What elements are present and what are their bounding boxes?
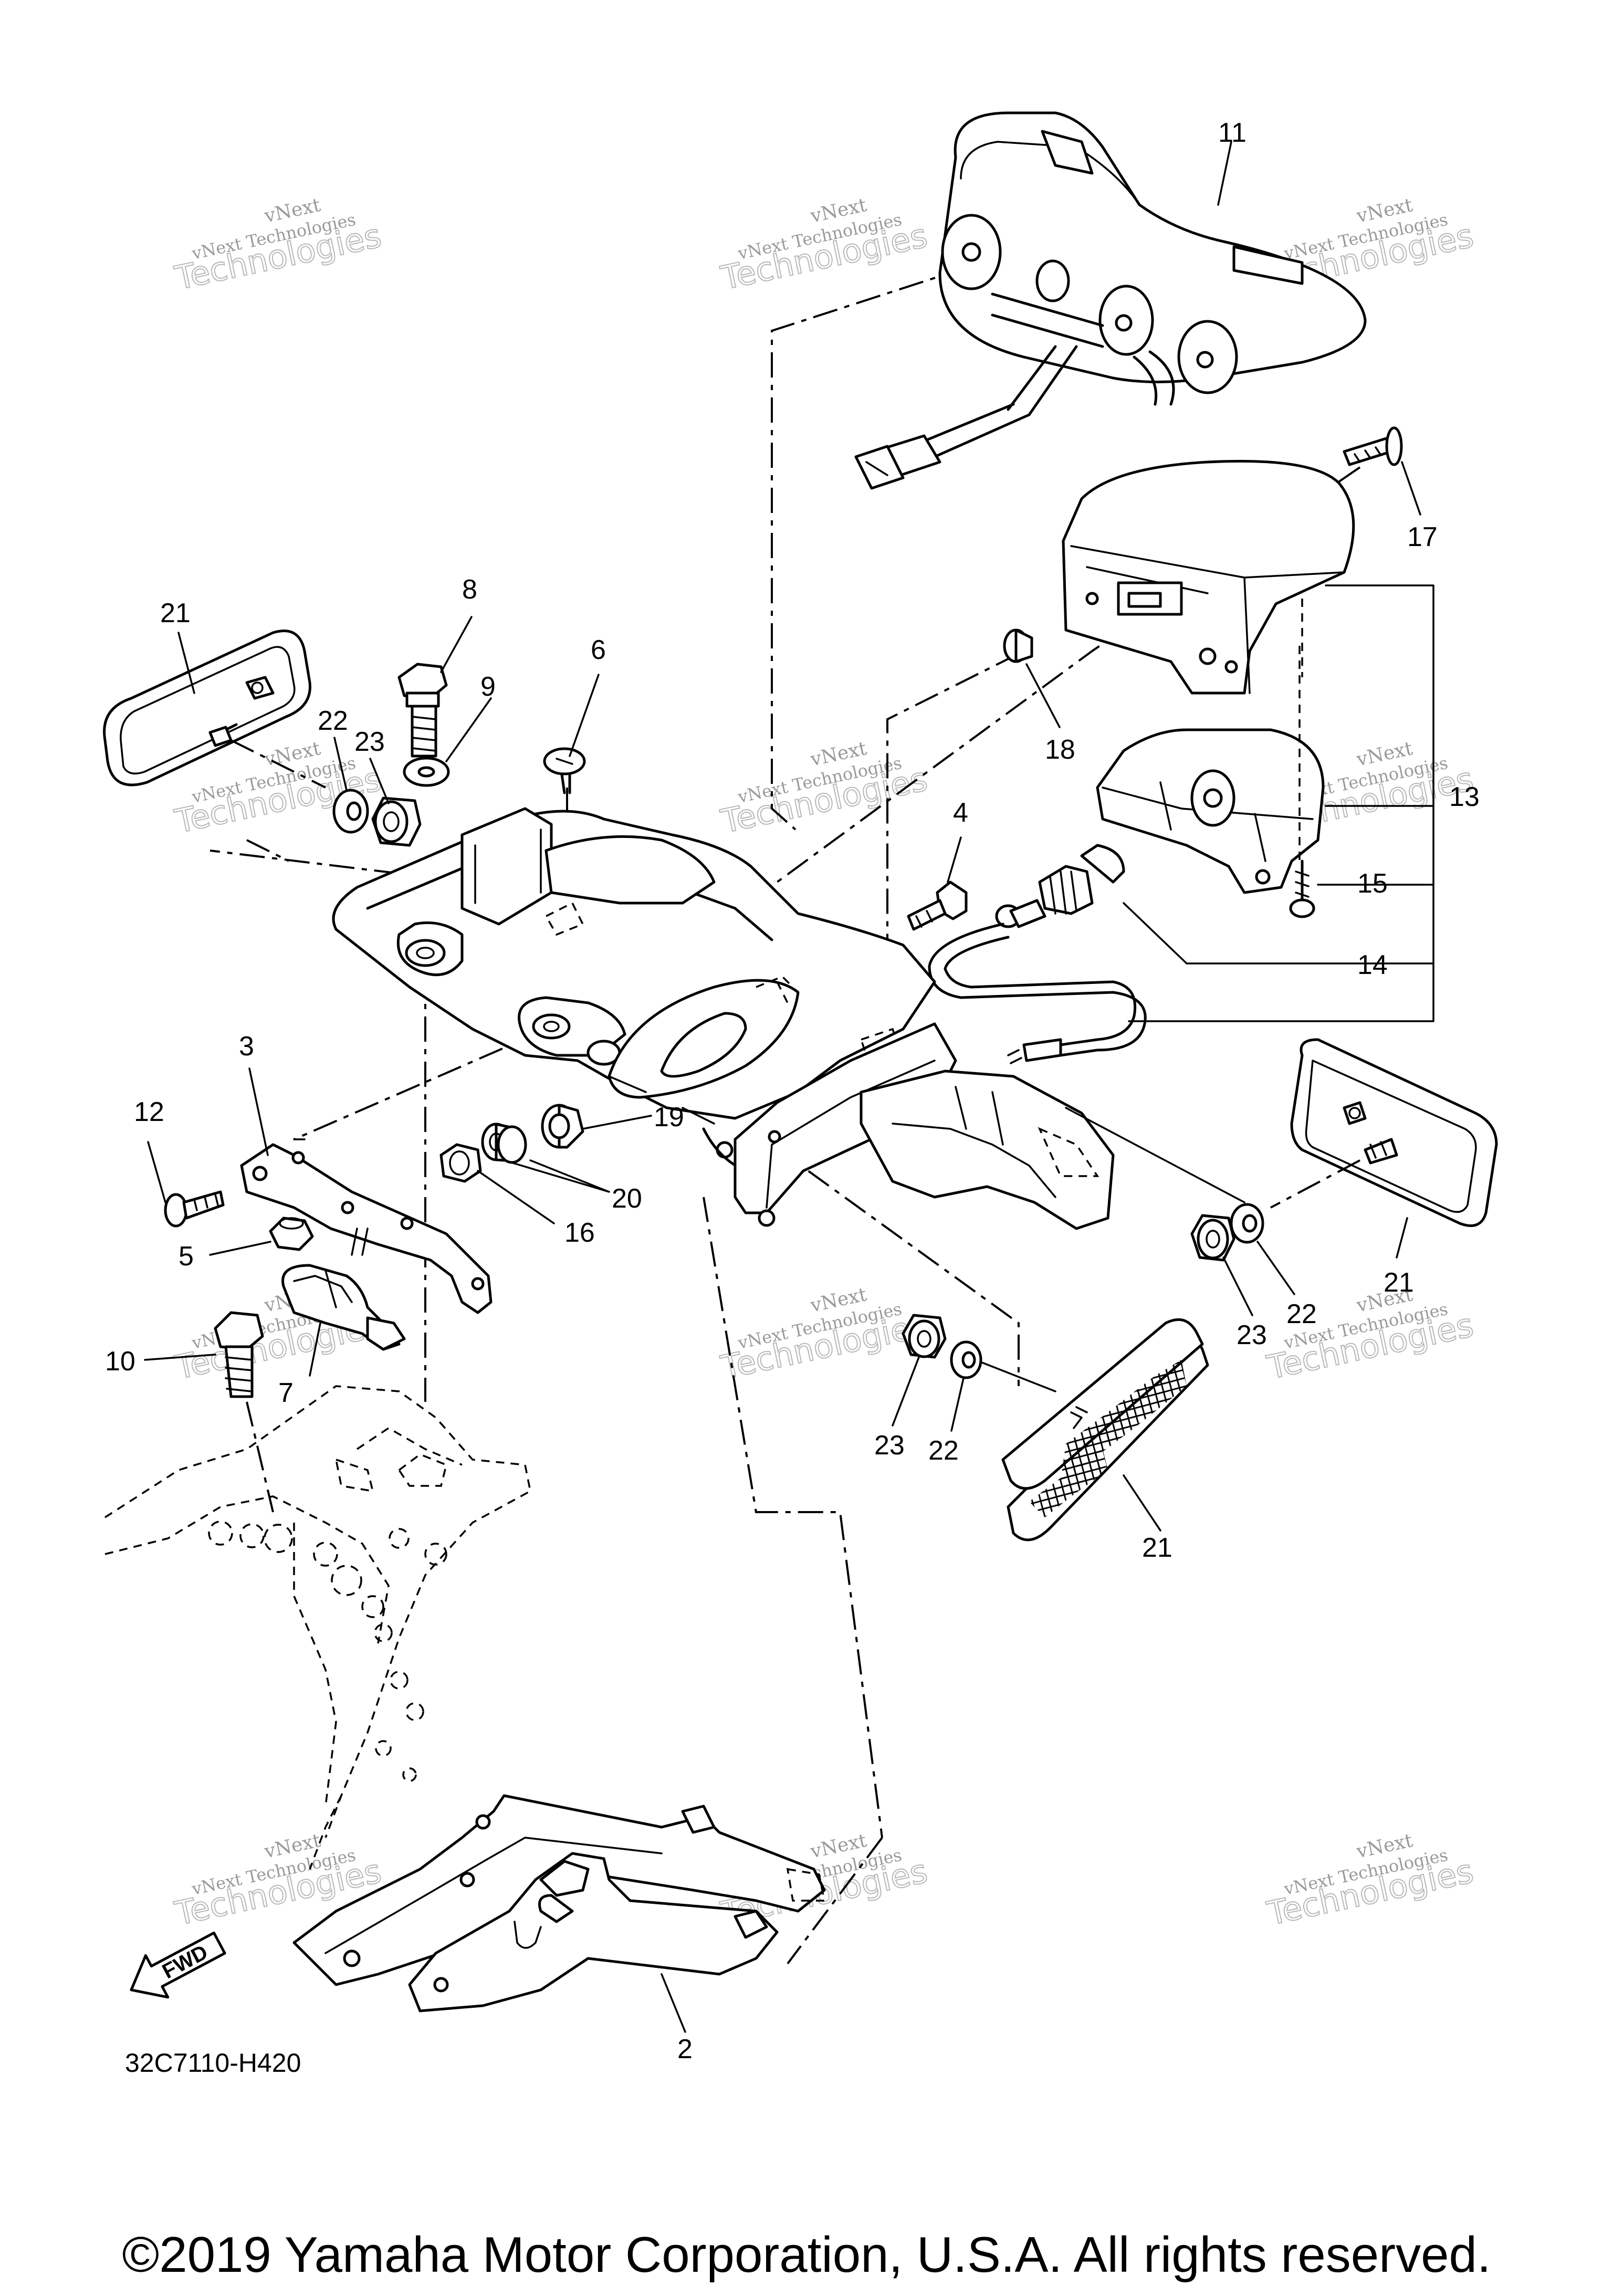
callout-3: 3: [239, 1031, 254, 1062]
watermark: vNext vNext Technologies Technologies: [717, 194, 931, 298]
reflector-right: [1065, 1038, 1498, 1227]
bolt-10: [214, 1311, 274, 1513]
leaders: [144, 141, 1434, 2033]
rear-frame: [104, 1385, 531, 1870]
watermark: vNext vNext Technologies Technologies: [717, 738, 931, 841]
washer-22-right: [1230, 1203, 1264, 1244]
bolt-8: [397, 663, 448, 758]
damper-20: [481, 1123, 527, 1164]
copyright-notice: ©2019 Yamaha Motor Corporation, U.S.A. A…: [122, 2227, 1491, 2283]
screw-15: [1289, 859, 1315, 918]
fwd-arrow-icon: FWD: [130, 1931, 226, 1999]
callout-7: 7: [278, 1378, 294, 1408]
nut-5: [269, 1217, 314, 1251]
washer-9: [403, 757, 450, 787]
callout-5: 5: [179, 1241, 194, 1272]
callout-18: 18: [1045, 735, 1075, 765]
callout-9: 9: [480, 672, 496, 702]
callout-13: 13: [1449, 782, 1480, 812]
callout-14: 14: [1357, 950, 1388, 980]
callout-15: 15: [1357, 868, 1388, 899]
watermark: vNext vNext Technologies Technologies: [1263, 1284, 1478, 1387]
watermark: vNext vNext Technologies Technologies: [717, 1284, 931, 1387]
callout-labels: 11 17 18 13 15 14 8 9 6 4 21 22 23 3 12 …: [105, 118, 1480, 2064]
reflector-left: [103, 630, 326, 789]
rear-lamp-body: [1062, 459, 1355, 695]
callout-20: 20: [612, 1183, 642, 1214]
callout-22-lower: 22: [928, 1435, 959, 1466]
watermark: vNext vNext Technologies Technologies: [171, 194, 385, 298]
reflector-lower: [1001, 1318, 1209, 1542]
washer-22-left: [332, 789, 369, 834]
rear-fender-bracket: [332, 807, 1115, 1230]
clamp-7: [281, 1228, 406, 1351]
callout-23: 23: [354, 727, 385, 757]
callout-12: 12: [134, 1097, 164, 1127]
callout-17: 17: [1407, 522, 1438, 552]
callout-19: 19: [654, 1102, 684, 1133]
callout-21-lower: 21: [1142, 1533, 1172, 1563]
bolt-4: [907, 880, 968, 931]
nut-23-left: [371, 796, 422, 847]
screw-12: [164, 1190, 225, 1228]
callout-8: 8: [462, 574, 477, 605]
callout-10: 10: [105, 1346, 135, 1377]
callout-6: 6: [591, 635, 606, 665]
callout-22-right: 22: [1286, 1299, 1317, 1329]
callout-21: 21: [160, 598, 191, 628]
callout-16: 16: [564, 1218, 595, 1248]
washer-22-lower: [950, 1340, 1056, 1392]
callout-2: 2: [677, 2034, 693, 2064]
stay-2: [292, 1794, 826, 2012]
bracket-3: [240, 1143, 493, 1314]
callout-22: 22: [318, 706, 348, 736]
callout-23-right: 23: [1237, 1320, 1267, 1350]
screw-17: [1343, 426, 1403, 466]
screw-6: [543, 747, 586, 794]
callout-23-lower: 23: [874, 1430, 905, 1461]
nut-23-lower: [902, 1314, 947, 1359]
tail-light-housing: [854, 111, 1367, 490]
grommet-19: [541, 1104, 584, 1149]
nut-23-right: [1190, 1214, 1235, 1262]
bulb-socket-14: [928, 844, 1147, 1064]
license-lamp: [1096, 646, 1325, 894]
grommet-18: [1003, 628, 1033, 663]
callout-21-right: 21: [1384, 1267, 1414, 1298]
callout-4: 4: [953, 798, 968, 828]
callout-11: 11: [1218, 118, 1247, 148]
diagram-code: 32C7110-H420: [125, 2048, 301, 2078]
collar-16: [439, 1143, 482, 1183]
watermark: vNext vNext Technologies Technologies: [1263, 1830, 1478, 1933]
